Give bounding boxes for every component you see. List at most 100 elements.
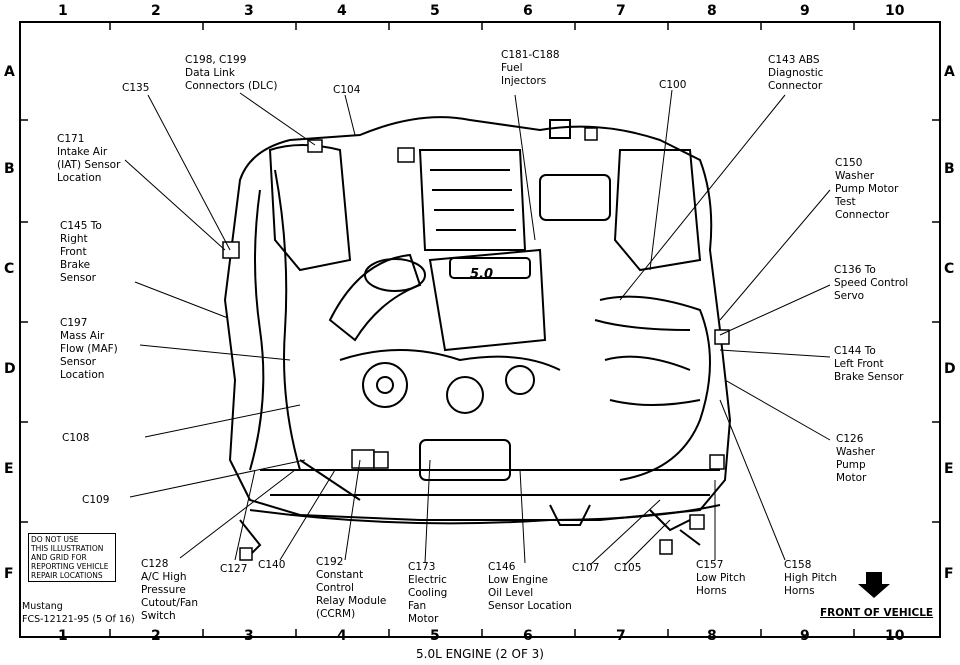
c150-line-4: Connector — [835, 209, 890, 221]
c136-line-0: C136 To — [834, 264, 876, 276]
front-arrow-icon — [858, 572, 890, 598]
c128-line-1: A/C High — [141, 571, 187, 583]
callout-c105: C105 — [614, 562, 641, 575]
c171-line-3: Location — [57, 172, 102, 184]
grid-col-3-bottom: 3 — [244, 628, 254, 644]
grid-col-10-bottom: 10 — [885, 628, 905, 644]
grid-col-7-bottom: 7 — [616, 628, 626, 644]
c150-line-2: Pump Motor — [835, 183, 899, 195]
c197-line-3: Sensor — [60, 356, 96, 368]
c171-line-2: (IAT) Sensor — [57, 159, 121, 171]
grid-col-2-bottom: 2 — [151, 628, 161, 644]
c135-line-0: C135 — [122, 82, 150, 94]
c126-line-2: Pump — [836, 459, 866, 471]
c146-line-2: Oil Level — [488, 587, 534, 599]
c157-line-0: C157 — [696, 559, 724, 571]
front-of-vehicle-label: FRONT OF VEHICLE — [820, 607, 934, 619]
c145-line-1: Right — [60, 233, 88, 245]
c198-line-0: C198, C199 — [185, 54, 247, 66]
c192-line-2: Control — [316, 582, 354, 594]
c158-line-2: Horns — [784, 585, 815, 597]
grid-col-1-top: 1 — [58, 3, 68, 19]
grid-col-5-top: 5 — [430, 3, 440, 19]
c173-line-2: Cooling — [408, 587, 448, 599]
c150-line-3: Test — [835, 196, 856, 208]
callout-c109: C109 — [82, 494, 109, 507]
c197-line-0: C197 — [60, 317, 88, 329]
c146-line-0: C146 — [488, 561, 516, 573]
c146-line-3: Sensor Location — [488, 600, 572, 612]
callout-c108: C108 — [62, 432, 89, 445]
figure-code: FCS-12121-95 (5 Of 16) — [22, 614, 135, 625]
c144-line-2: Brake Sensor — [834, 371, 904, 383]
c136-line-2: Servo — [834, 290, 865, 302]
c181-line-2: Injectors — [501, 75, 547, 87]
grid-col-1-bottom: 1 — [58, 628, 68, 644]
c173-line-4: Motor — [408, 613, 439, 625]
engine-badge: 5.0 — [470, 267, 493, 282]
c109-line-0: C109 — [82, 494, 110, 506]
c198-line-1: Data Link — [185, 67, 235, 79]
grid-row-b-right: B — [944, 161, 955, 177]
grid-col-4-top: 4 — [337, 3, 347, 19]
c158-line-1: High Pitch — [784, 572, 838, 584]
grid-row-a-left: A — [4, 64, 15, 80]
c192-line-4: (CCRM) — [316, 608, 356, 620]
c198-line-2: Connectors (DLC) — [185, 80, 278, 92]
c145-line-0: C145 To — [60, 220, 102, 232]
callout-c107: C107 — [572, 562, 599, 575]
grid-row-e-left: E — [4, 461, 14, 477]
grid-col-2-top: 2 — [151, 3, 161, 19]
c140-line-0: C140 — [258, 559, 286, 571]
grid-row-f-left: F — [4, 566, 14, 582]
callout-c127: C127 — [220, 563, 247, 576]
grid-col-8-bottom: 8 — [707, 628, 717, 644]
c143-line-0: C143 ABS — [768, 54, 820, 66]
grid-row-f-right: F — [944, 566, 954, 582]
grid-col-8-top: 8 — [707, 3, 717, 19]
c128-line-4: Switch — [141, 610, 176, 622]
c145-line-3: Brake — [60, 259, 91, 271]
c100-line-0: C100 — [659, 79, 687, 91]
c126-line-3: Motor — [836, 472, 867, 484]
grid-col-5-bottom: 5 — [430, 628, 440, 644]
model-name: Mustang — [22, 601, 63, 612]
grid-col-4-bottom: 4 — [337, 628, 347, 644]
c173-line-1: Electric — [408, 574, 447, 586]
grid-row-c-left: C — [4, 261, 15, 277]
c150-line-0: C150 — [835, 157, 863, 169]
c157-line-1: Low Pitch — [696, 572, 746, 584]
grid-col-6-top: 6 — [523, 3, 533, 19]
grid-col-6-bottom: 6 — [523, 628, 533, 644]
c192-line-3: Relay Module — [316, 595, 387, 607]
c126-line-1: Washer — [836, 446, 876, 458]
c104-line-0: C104 — [333, 84, 361, 96]
c127-line-0: C127 — [220, 563, 248, 575]
diagram-caption: 5.0L ENGINE (2 OF 3) — [416, 647, 544, 661]
grid-row-a-right: A — [944, 64, 955, 80]
c150-line-1: Washer — [835, 170, 875, 182]
c145-line-4: Sensor — [60, 272, 96, 284]
c192-line-1: Constant — [316, 569, 364, 581]
c171-line-1: Intake Air — [57, 146, 108, 158]
grid-col-9-top: 9 — [800, 3, 810, 19]
c197-line-4: Location — [60, 369, 105, 381]
grid-row-c-right: C — [944, 261, 955, 277]
grid-col-9-bottom: 9 — [800, 628, 810, 644]
c107-line-0: C107 — [572, 562, 600, 574]
callout-c135: C135 — [122, 82, 149, 95]
c158-line-0: C158 — [784, 559, 812, 571]
